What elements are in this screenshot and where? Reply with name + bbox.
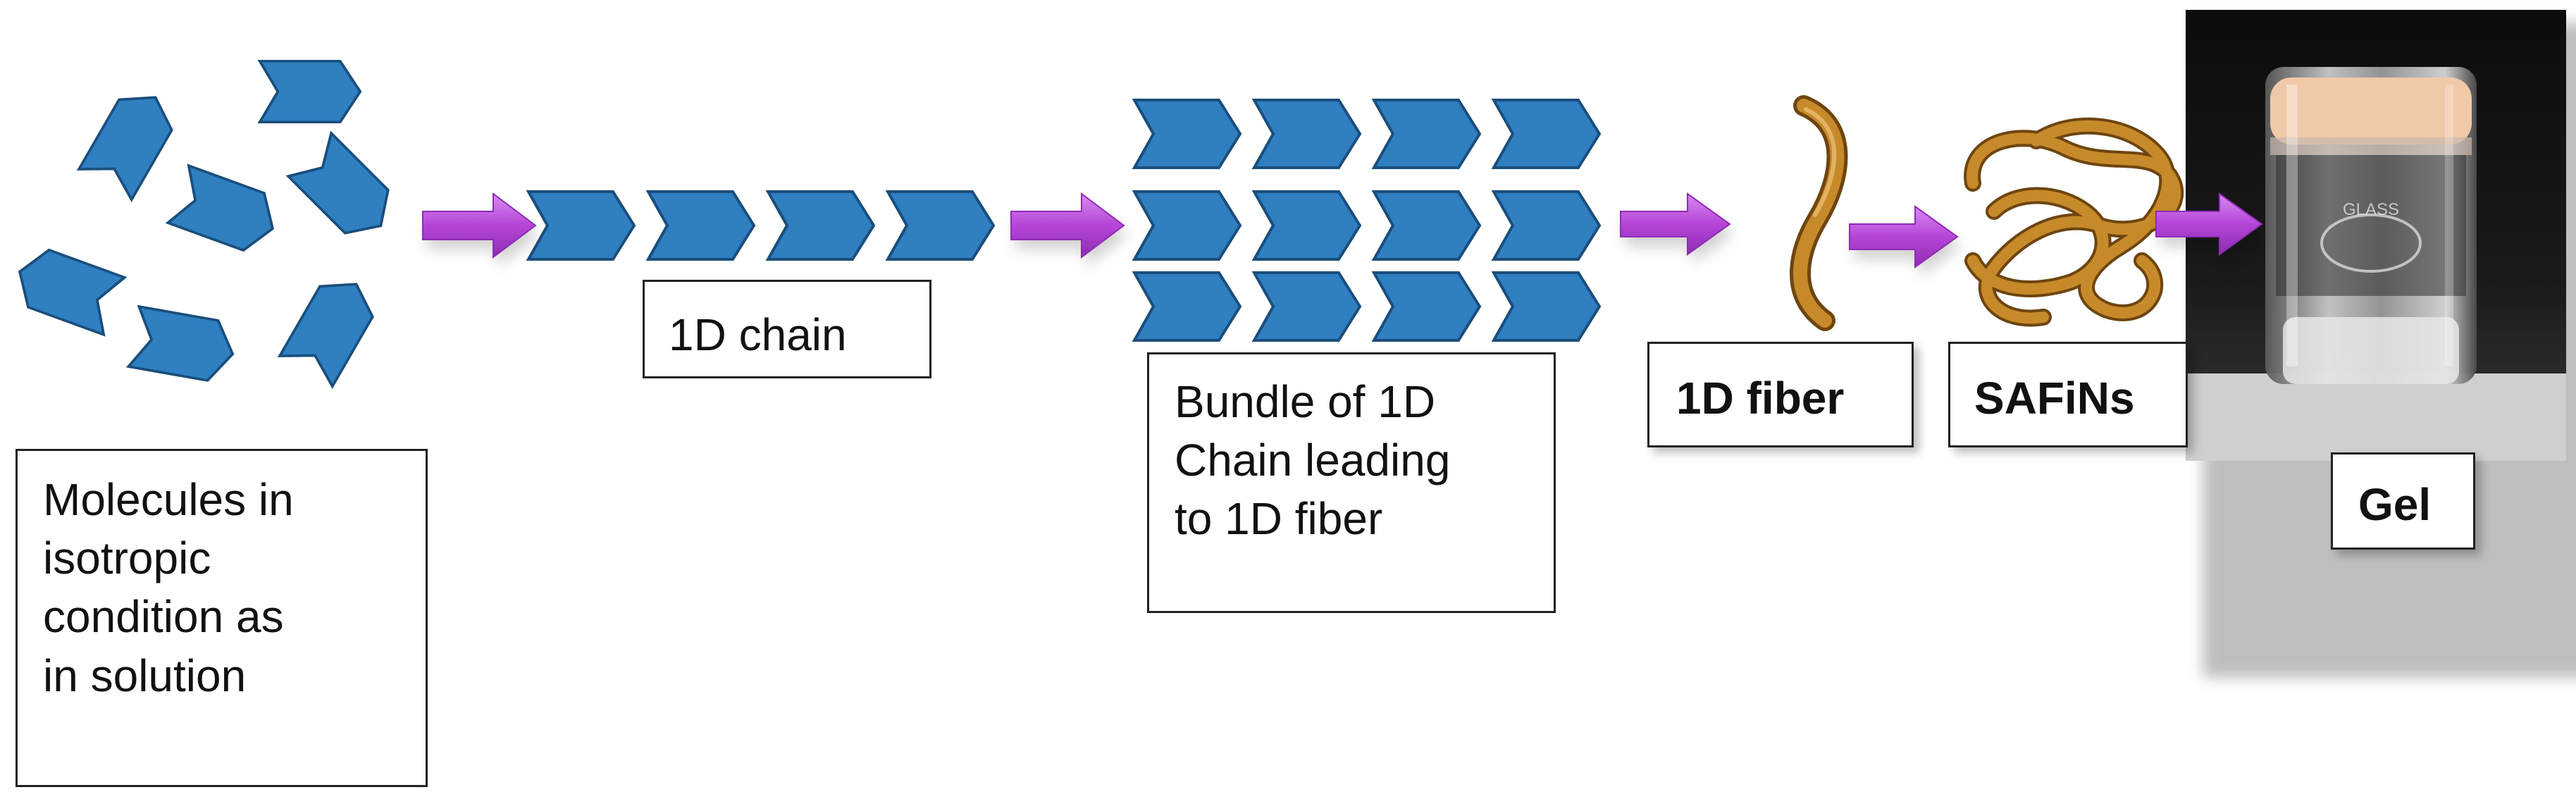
chain-molecules <box>527 190 995 261</box>
molecule <box>1492 99 1601 169</box>
molecule <box>258 59 362 124</box>
molecule <box>647 190 755 261</box>
arrow-icon <box>1849 205 1962 277</box>
scattered-molecules <box>8 59 404 388</box>
label-safins: SAFiNs <box>1948 342 2188 447</box>
arrow-icon <box>1620 192 1734 264</box>
molecule <box>1133 190 1241 261</box>
label-fiber-text: 1D fiber <box>1676 373 1845 423</box>
arrow-icon <box>1010 192 1128 267</box>
molecule <box>1373 190 1481 261</box>
arrow-icon <box>2155 192 2266 264</box>
label-gel: Gel <box>2331 452 2475 550</box>
molecule <box>1253 271 1361 342</box>
safins-network-icon <box>1964 117 2184 327</box>
molecule <box>1133 271 1241 342</box>
label-bundle-text: Bundle of 1D Chain leading to 1D fiber <box>1175 376 1451 545</box>
bundle-molecules <box>1133 99 1601 342</box>
molecule <box>886 190 995 261</box>
molecule <box>8 242 126 336</box>
molecule <box>527 190 636 261</box>
label-1d-fiber: 1D fiber <box>1647 342 1914 447</box>
molecule <box>1373 271 1481 342</box>
label-molecules-text: Molecules in isotropic condition as in s… <box>43 474 294 701</box>
molecule <box>1492 190 1601 261</box>
molecule <box>1373 99 1481 169</box>
label-chain-text: 1D chain <box>669 309 847 360</box>
molecule <box>767 190 875 261</box>
label-molecules-in-solution: Molecules in isotropic condition as in s… <box>16 449 428 787</box>
label-safins-text: SAFiNs <box>1974 373 2135 423</box>
molecule <box>127 305 240 385</box>
molecule <box>1253 190 1361 261</box>
molecule <box>1492 271 1601 342</box>
molecule <box>1253 99 1361 169</box>
label-bundle: Bundle of 1D Chain leading to 1D fiber <box>1147 352 1556 613</box>
molecule <box>1133 99 1241 169</box>
label-1d-chain: 1D chain <box>643 280 931 378</box>
photo-brand-text: GLASS <box>2343 200 2399 219</box>
molecule <box>278 267 384 388</box>
fiber-icon <box>1790 95 1848 331</box>
molecule <box>78 80 183 202</box>
molecule <box>166 164 285 259</box>
label-gel-text: Gel <box>2358 479 2432 530</box>
molecule <box>287 132 404 249</box>
arrow-icon <box>422 192 540 267</box>
gel-photo: GLASS <box>2186 10 2576 678</box>
